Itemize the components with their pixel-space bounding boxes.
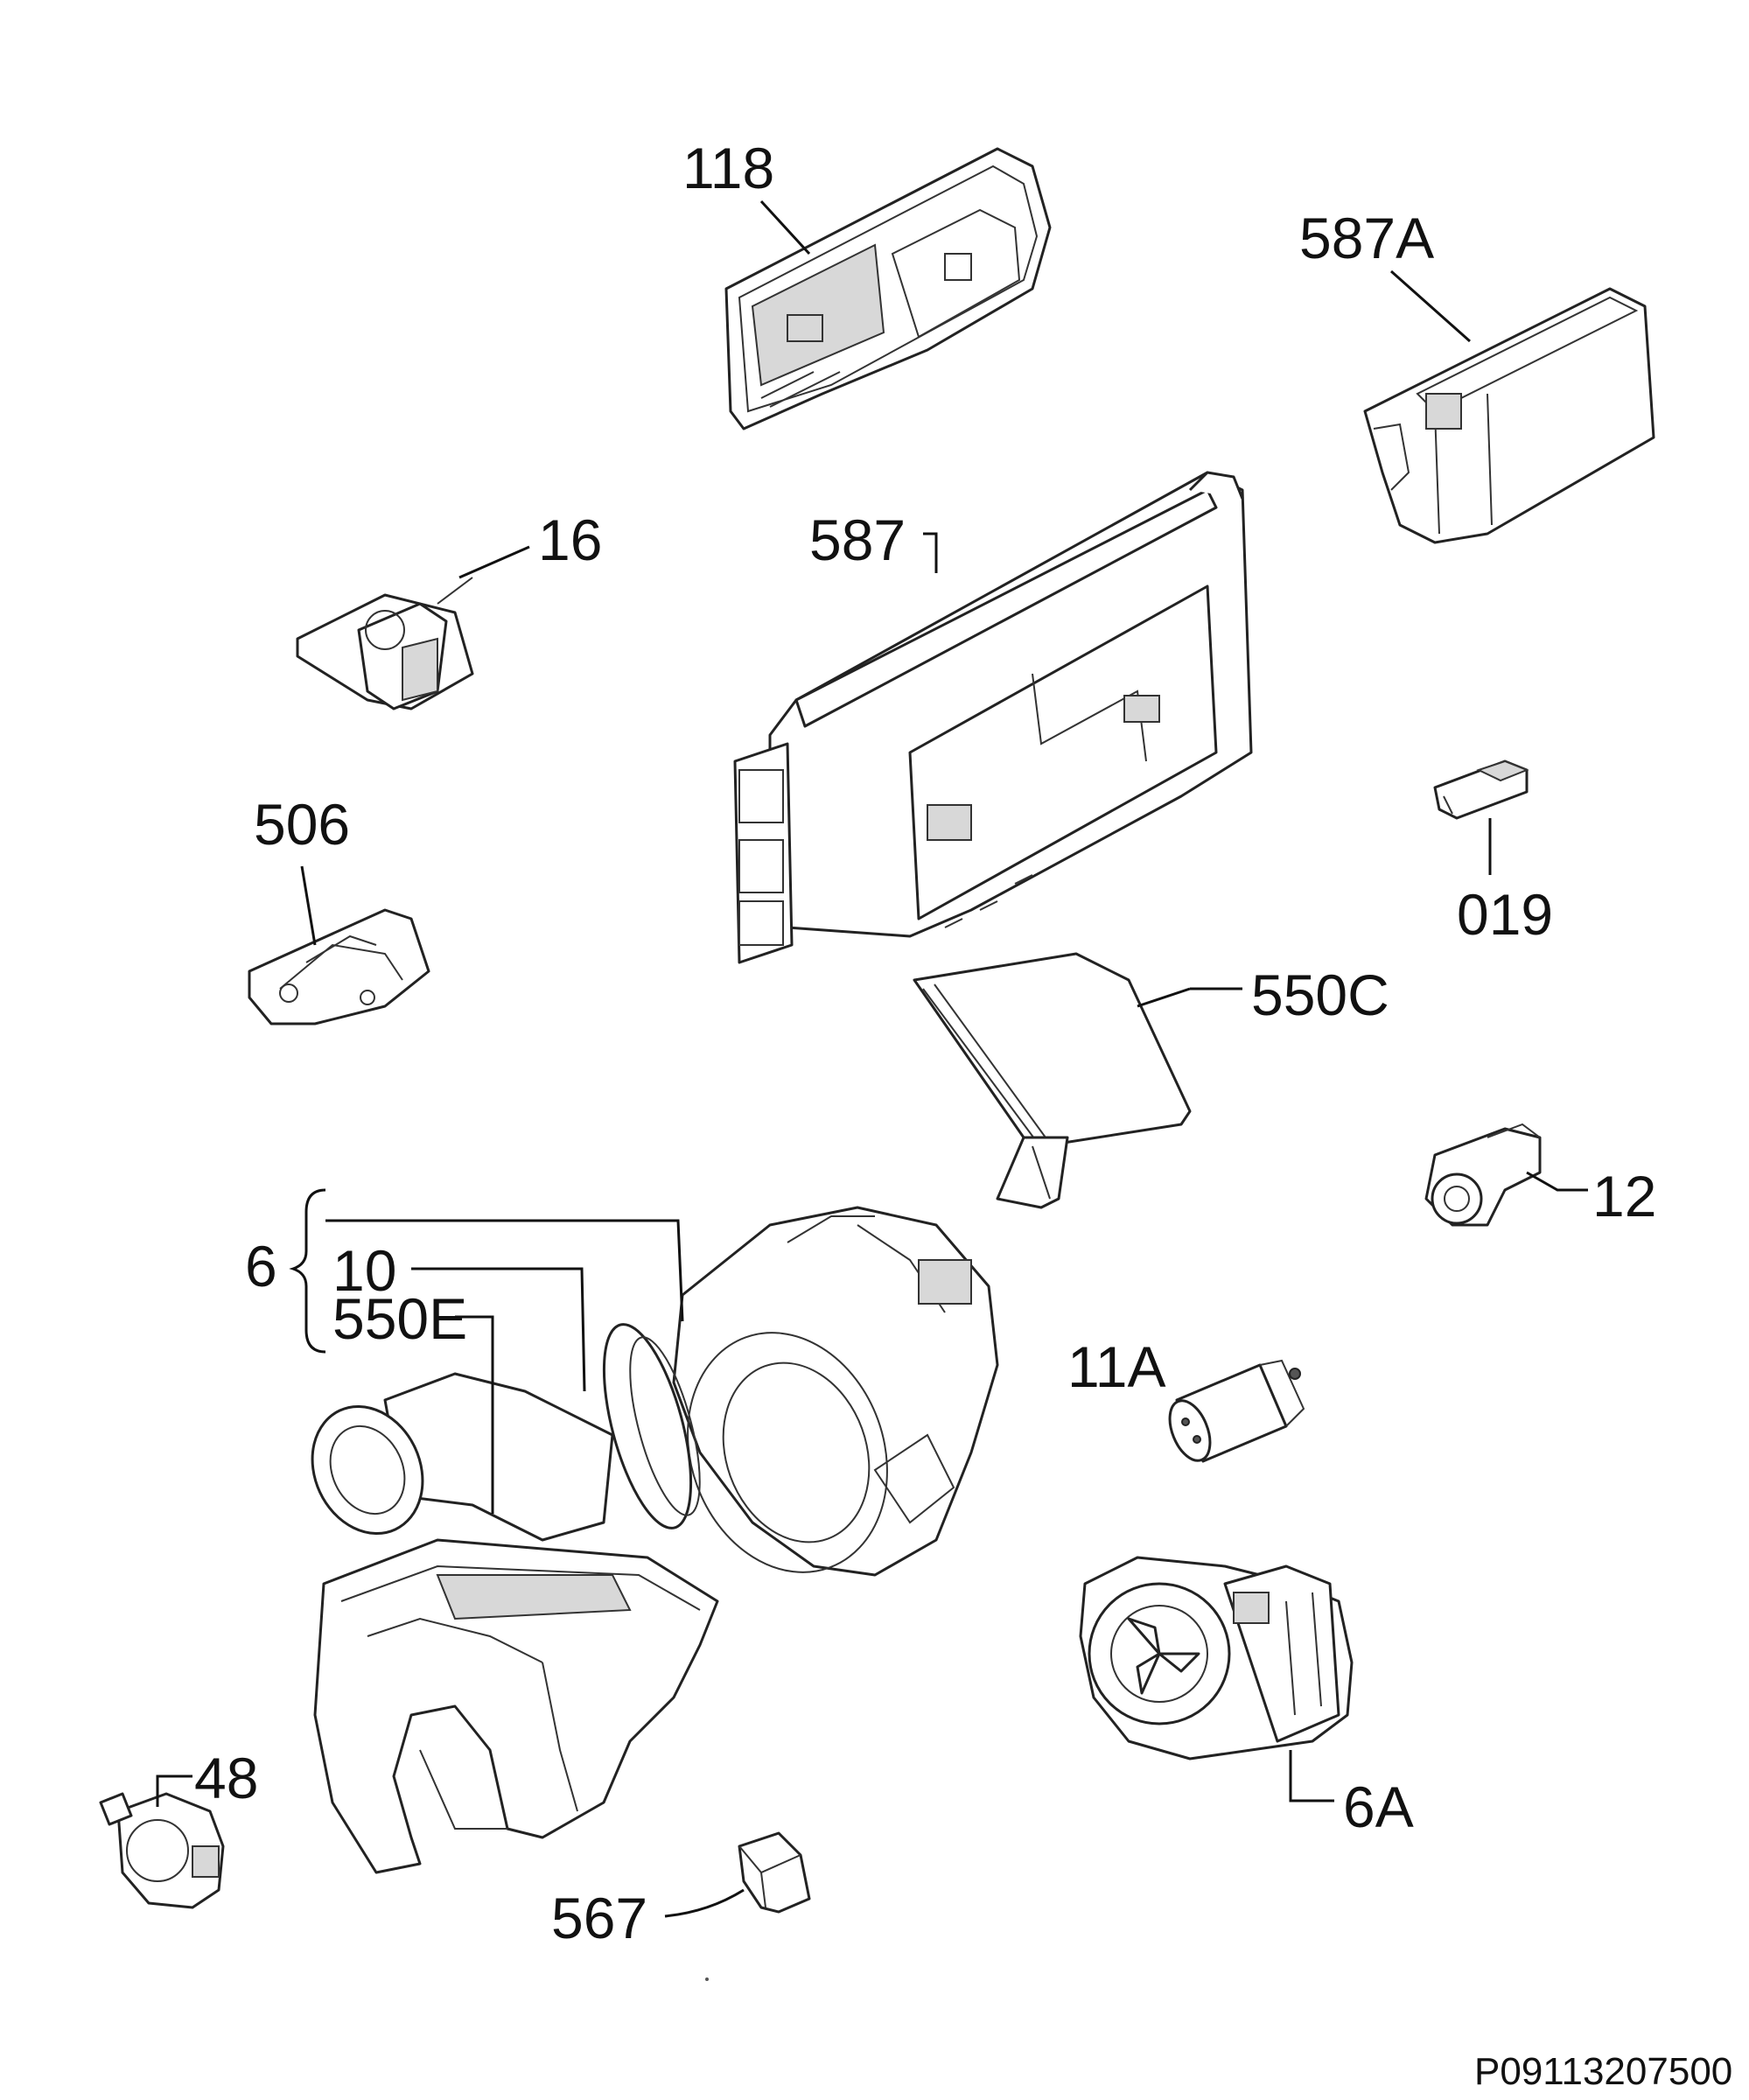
leader-10 [411, 1267, 586, 1392]
leader-118 [759, 200, 811, 256]
leader-6a [1289, 1750, 1334, 1802]
label-567: 567 [551, 1886, 647, 1950]
label-587: 587 [809, 508, 906, 572]
stray-dot [705, 1978, 709, 1981]
label-118: 118 [682, 136, 774, 200]
part-587a-electronic-module [1363, 287, 1655, 544]
label-48: 48 [194, 1746, 258, 1810]
label-11a: 11A [1067, 1334, 1166, 1399]
label-550e: 550E [332, 1286, 467, 1351]
part-118-control-panel [724, 147, 1052, 430]
label-6: 6 [245, 1234, 277, 1298]
part-12-sensor [1424, 1123, 1542, 1227]
leader-6 [325, 1219, 684, 1322]
leader-550c [1137, 987, 1191, 1008]
label-6a: 6A [1343, 1774, 1414, 1839]
part-587-electronic-board [733, 471, 1253, 964]
label-10: 10 [332, 1238, 396, 1303]
leader-16 [458, 545, 530, 579]
part-506-bracket [248, 908, 430, 1026]
leader-587 [923, 532, 938, 573]
part-567-clip [738, 1831, 811, 1914]
part-6a-drain-pump [1079, 1556, 1354, 1760]
part-550c-cover [913, 952, 1192, 1209]
leader-587a [1390, 270, 1471, 343]
label-019: 019 [1457, 882, 1553, 947]
part-11a-capacitor [1168, 1359, 1305, 1463]
part-019-connector [1433, 760, 1529, 820]
leader-48 [156, 1774, 192, 1807]
part-6-circulation-pump-assembly [311, 1206, 999, 1874]
label-12: 12 [1592, 1164, 1656, 1228]
leader-550e [455, 1315, 494, 1514]
leader-12 [1526, 1171, 1588, 1192]
label-587a: 587A [1299, 206, 1434, 270]
part-48-pressure-switch [99, 1792, 225, 1909]
part-16-door-lock [296, 577, 474, 710]
label-506: 506 [254, 792, 350, 857]
label-550c: 550C [1251, 962, 1389, 1027]
diagram-code: P09113207500 [1474, 2050, 1732, 2093]
leader-567 [664, 1888, 745, 1918]
leader-506 [300, 865, 317, 946]
brace-6 [289, 1188, 326, 1354]
label-16: 16 [538, 508, 602, 572]
